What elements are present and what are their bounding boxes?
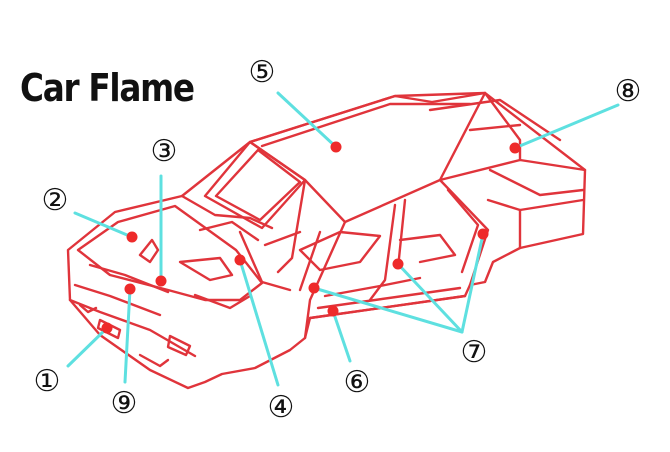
marker-label-9: ⑨ [110, 386, 138, 421]
marker-label-6: ⑥ [343, 365, 371, 400]
leader-9 [123, 287, 132, 384]
leader-6 [331, 309, 352, 363]
measurement-points [101, 141, 521, 334]
leader-4 [238, 258, 280, 387]
marker-label-5: ⑤ [248, 55, 276, 90]
leader-7a [312, 286, 464, 334]
leader-2 [73, 211, 134, 239]
diagram-title: Car Flame [20, 66, 195, 110]
point-7a [308, 282, 320, 294]
car-body-frame [66, 91, 587, 390]
leader-7c [460, 232, 485, 334]
leader-7b [396, 262, 464, 334]
point-8 [509, 142, 521, 154]
point-7b [392, 258, 404, 270]
marker-label-8: ⑧ [614, 74, 642, 109]
leader-lines [66, 91, 620, 387]
point-3 [155, 275, 167, 287]
point-1 [101, 322, 113, 334]
point-4 [234, 254, 246, 266]
marker-label-1: ① [33, 364, 61, 399]
marker-label-2: ② [41, 183, 69, 218]
marker-label-3: ③ [150, 134, 178, 169]
leader-8 [513, 103, 620, 150]
marker-label-4: ④ [267, 390, 295, 425]
point-5 [330, 141, 342, 153]
point-7c [477, 228, 489, 240]
leader-5 [276, 91, 338, 149]
point-9 [124, 283, 136, 295]
marker-label-7: ⑦ [460, 335, 488, 370]
point-6 [327, 305, 339, 317]
leader-1 [66, 326, 109, 368]
point-2 [126, 231, 138, 243]
